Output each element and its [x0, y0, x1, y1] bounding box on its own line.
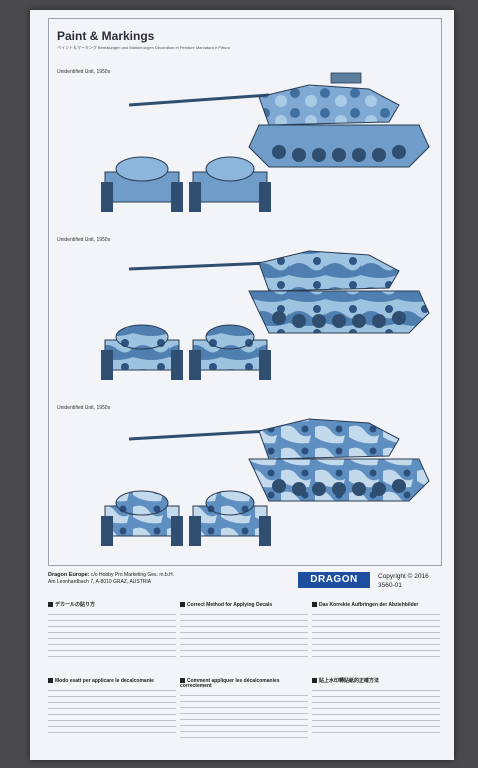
tank-front-view-2 [101, 324, 183, 380]
decal-instructions-fr: Comment appliquer les décalcomanies corr… [180, 678, 308, 739]
tank-rear-view-3 [189, 490, 271, 546]
page-subtitle: ペイント＆マーキング Bemalungen und Markierungen D… [57, 45, 230, 50]
decal-instructions-en: Correct Method for Applying Decals [180, 602, 308, 658]
instruction-sheet: Paint & Markings ペイント＆マーキング Bemalungen u… [30, 10, 454, 760]
decal-heading-jp: デカールの貼り方 [55, 601, 96, 608]
decal-instructions-de: Das Korrekte Aufbringen der Abziehbilder [312, 602, 440, 658]
decal-heading-fr: Comment appliquer les décalcomanies corr… [180, 677, 280, 689]
page-title: Paint & Markings [57, 29, 155, 43]
decal-heading-de: Das Korrekte Aufbringen der Abziehbilder [319, 601, 419, 608]
copyright-block: Copyright © 2016 3560-01 [378, 572, 429, 590]
paint-markings-panel: Paint & Markings ペイント＆マーキング Bemalungen u… [48, 18, 442, 566]
decal-instructions-it: Modo esatt per applicare le decalcomanie [48, 678, 176, 734]
decal-heading-en: Correct Method for Applying Decals [187, 601, 273, 608]
publisher-line1: c/o Hobby Pro Marketing Ges. m.b.H. [90, 572, 175, 578]
unit-label-2: Unidentified Unit, 1950s [57, 237, 111, 243]
product-code: 3560-01 [378, 582, 402, 589]
decal-heading-it: Modo esatt per applicare le decalcomanie [55, 677, 154, 684]
tank-rear-view-1 [189, 156, 271, 212]
publisher-name: Dragon Europe: [48, 572, 90, 578]
tank-side-view-2 [128, 250, 430, 334]
tank-front-view-1 [101, 156, 183, 212]
unit-label-1: Unidentified Unit, 1950s [57, 69, 111, 75]
copyright-text: Copyright © 2016 [378, 573, 429, 580]
decal-heading-zh: 貼上水印轉貼紙的正確方法 [319, 677, 380, 684]
tank-side-view-1 [128, 72, 430, 168]
decal-instructions-zh: 貼上水印轉貼紙的正確方法 [312, 678, 440, 734]
publisher-info: Dragon Europe: c/o Hobby Pro Marketing G… [48, 572, 174, 586]
decal-instructions-jp: デカールの貼り方 [48, 602, 176, 658]
publisher-footer: Dragon Europe: c/o Hobby Pro Marketing G… [48, 570, 440, 600]
dragon-logo: DRAGON [298, 572, 370, 588]
tank-rear-view-2 [189, 324, 271, 380]
publisher-line2: Am Leonhardbach 7, A-8010 GRAZ, AUSTRIA [48, 579, 152, 585]
unit-label-3: Unidentified Unit, 1950s [57, 405, 111, 411]
tank-front-view-3 [101, 490, 183, 546]
tank-side-view-3 [128, 418, 430, 502]
